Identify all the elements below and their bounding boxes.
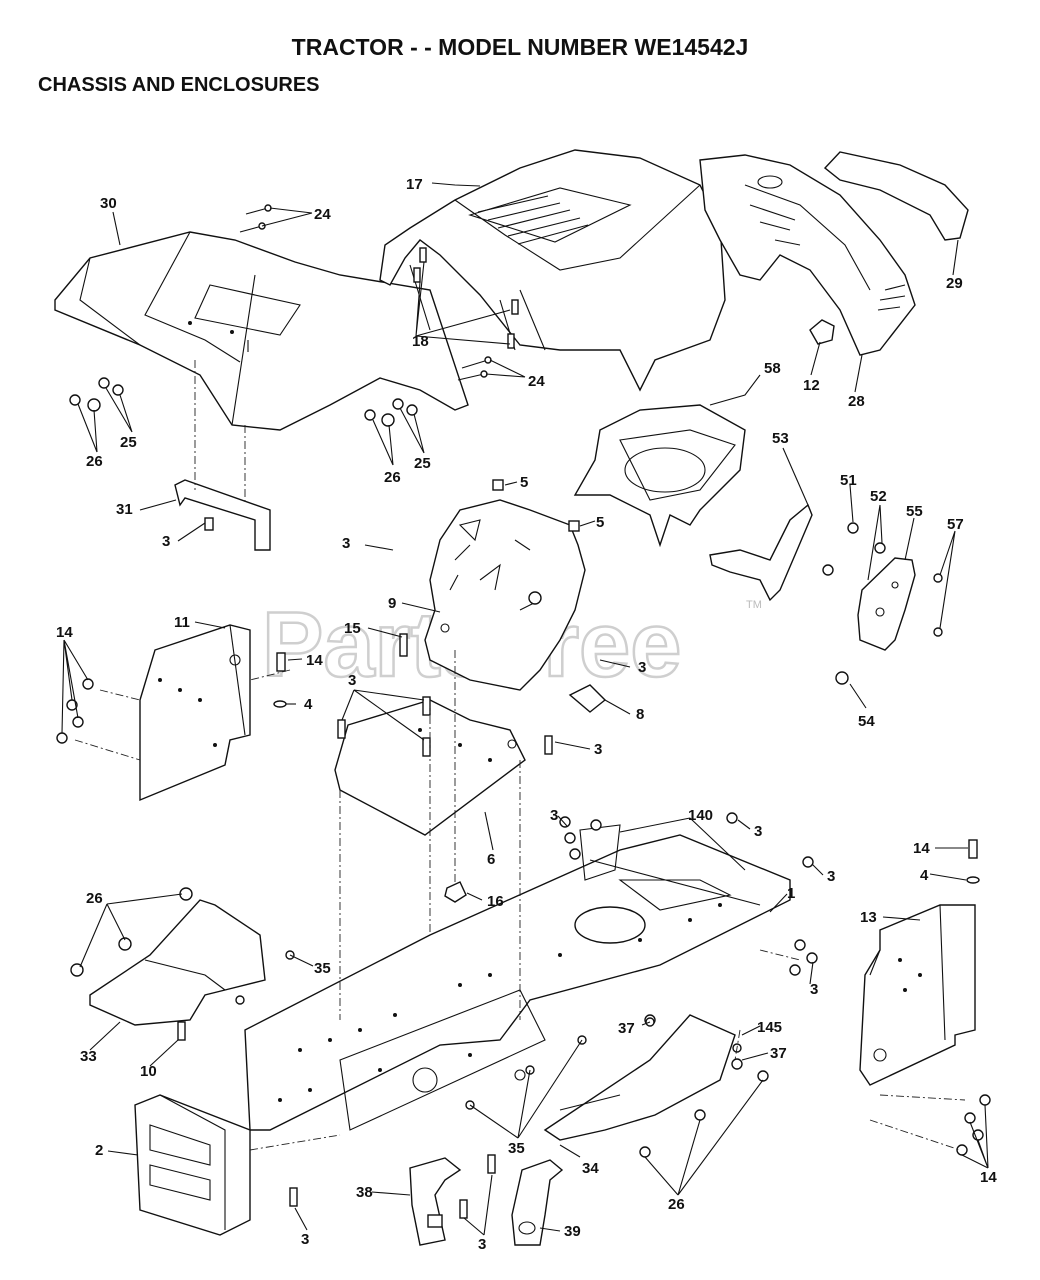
part-hood-17: [379, 149, 726, 392]
callout-140: 140: [688, 807, 713, 824]
callout-26: 26: [384, 469, 401, 486]
callout-145: 145: [757, 1019, 782, 1036]
callout-14: 14: [56, 624, 73, 641]
section-title: CHASSIS AND ENCLOSURES: [38, 74, 320, 96]
callout-3: 3: [594, 741, 602, 758]
callout-3: 3: [638, 659, 646, 676]
callout-14: 14: [306, 652, 323, 669]
callout-24: 24: [314, 206, 331, 223]
callout-26: 26: [86, 890, 103, 907]
part-bracket-31: [174, 479, 271, 551]
part-bolts-3-plate: [337, 696, 553, 757]
part-side-panel-13: [859, 904, 976, 1086]
callout-2: 2: [95, 1142, 103, 1159]
callout-31: 31: [116, 501, 133, 518]
callout-37: 37: [618, 1020, 635, 1037]
part-bolts-24b: [457, 356, 492, 381]
callout-8: 8: [636, 706, 644, 723]
callout-26: 26: [668, 1196, 685, 1213]
callout-35: 35: [314, 960, 331, 977]
callout-3: 3: [348, 672, 356, 689]
callout-17: 17: [406, 176, 423, 193]
leader-lines: [61, 182, 989, 1236]
callout-5: 5: [520, 474, 528, 491]
part-fender-30: [54, 231, 469, 431]
callout-30: 30: [100, 195, 117, 212]
part-footrest-33: [70, 887, 266, 1041]
callout-6: 6: [487, 851, 495, 868]
callout-28: 28: [848, 393, 865, 410]
part-washers-25-26-right: [364, 398, 418, 427]
callout-52: 52: [870, 488, 887, 505]
callout-12: 12: [803, 377, 820, 394]
part-grille-28: [699, 154, 916, 356]
page-title: TRACTOR - - MODEL NUMBER WE14542J: [291, 34, 749, 60]
callout-16: 16: [487, 893, 504, 910]
part-washers-25-26-left: [69, 377, 124, 412]
callout-25: 25: [414, 455, 431, 472]
callout-3: 3: [478, 1236, 486, 1253]
part-bolts-14-right: [956, 839, 991, 1156]
callout-4: 4: [920, 867, 929, 884]
part-bolts-5: [492, 479, 580, 532]
callout-53: 53: [772, 430, 789, 447]
callout-4: 4: [304, 696, 313, 713]
callout-58: 58: [764, 360, 781, 377]
callout-3: 3: [342, 535, 350, 552]
part-dash-9: [424, 499, 586, 691]
callout-51: 51: [840, 472, 857, 489]
callout-14: 14: [913, 840, 930, 857]
callout-37: 37: [770, 1045, 787, 1062]
callout-39: 39: [564, 1223, 581, 1240]
callout-3: 3: [810, 981, 818, 998]
alignment-lines: [74, 360, 966, 1151]
callout-3: 3: [162, 533, 170, 550]
callout-34: 34: [582, 1160, 599, 1177]
part-bracket-39: [459, 1154, 564, 1246]
callout-1: 1: [787, 885, 795, 902]
part-bracket-53: [709, 503, 813, 602]
part-decal-29: [823, 151, 969, 241]
callout-labels: 30 24 17 29 18 24 12 28 25 26 25 26 58 5…: [56, 176, 997, 1253]
callout-33: 33: [80, 1048, 97, 1065]
part-frame-1: [244, 824, 791, 1131]
callout-3: 3: [550, 807, 558, 824]
callout-14: 14: [980, 1169, 997, 1186]
callout-5: 5: [596, 514, 604, 531]
callout-3: 3: [301, 1231, 309, 1248]
part-bolts-3-right: [235, 812, 818, 1110]
part-bolts-24a: [239, 204, 272, 233]
callout-55: 55: [906, 503, 923, 520]
part-side-panel-11: [139, 624, 251, 802]
callout-35: 35: [508, 1140, 525, 1157]
watermark-trademark: TM: [746, 599, 762, 611]
callout-15: 15: [344, 620, 361, 637]
callout-10: 10: [140, 1063, 157, 1080]
part-bracket-38: [409, 1157, 462, 1246]
callout-18: 18: [412, 333, 429, 350]
part-clip-12: [809, 319, 835, 345]
callout-25: 25: [120, 434, 137, 451]
callout-26: 26: [86, 453, 103, 470]
callout-3: 3: [827, 868, 835, 885]
part-shield-58: [573, 404, 746, 548]
part-plate-55: [822, 522, 943, 685]
callout-11: 11: [174, 614, 190, 631]
callout-9: 9: [388, 595, 396, 612]
callout-38: 38: [356, 1184, 373, 1201]
part-hood-clips-18: [413, 247, 519, 349]
part-nut-16: [444, 881, 467, 903]
callout-3: 3: [754, 823, 762, 840]
part-bracket-2: [134, 1094, 298, 1236]
callout-24: 24: [528, 373, 545, 390]
part-bolts-14-left: [56, 633, 408, 744]
callout-54: 54: [858, 713, 875, 730]
part-footrest-34: [543, 1014, 769, 1158]
callout-57: 57: [947, 516, 964, 533]
callout-13: 13: [860, 909, 877, 926]
callout-29: 29: [946, 275, 963, 292]
